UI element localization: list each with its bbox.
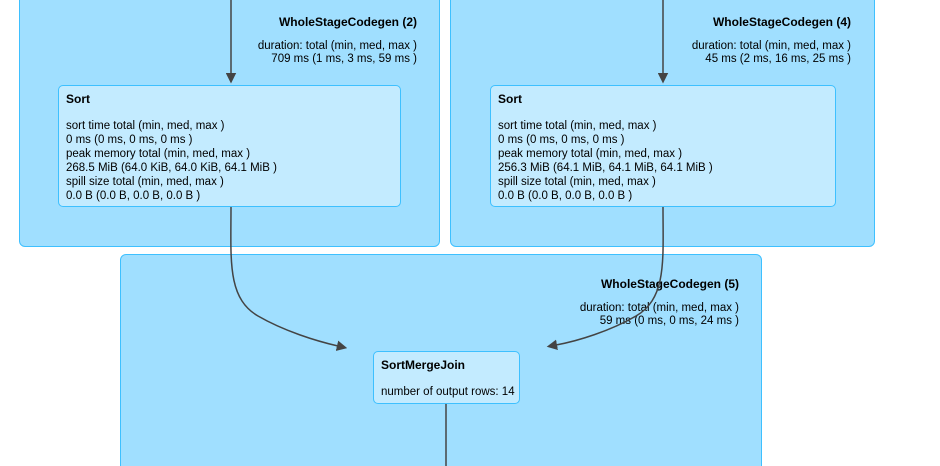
node-title: SortMergeJoin [381,358,466,372]
node-metric: sort time total (min, med, max ) [498,120,657,132]
node-sortmergejoin: SortMergeJoin number of output rows: 14 [373,351,520,404]
cluster-title: WholeStageCodegen (4) [712,15,851,29]
node-metric: 0.0 B (0.0 B, 0.0 B, 0.0 B ) [498,190,633,202]
cluster-metric-value: 45 ms (2 ms, 16 ms, 25 ms ) [705,53,851,65]
cluster-label-wholestagecodegen-4: WholeStageCodegen (4) duration: total (m… [692,16,851,66]
node-metric: spill size total (min, med, max ) [498,176,656,188]
cluster-label-wholestagecodegen-5: WholeStageCodegen (5) duration: total (m… [580,278,739,328]
cluster-metric-label: duration: total (min, med, max ) [579,302,739,314]
cluster-label-wholestagecodegen-2: WholeStageCodegen (2) duration: total (m… [258,16,417,66]
node-sort-left: Sort sort time total (min, med, max ) 0 … [58,85,401,207]
node-metric: spill size total (min, med, max ) [66,176,224,188]
node-metric: 0 ms (0 ms, 0 ms, 0 ms ) [66,134,193,146]
cluster-metric-label: duration: total (min, med, max ) [257,40,417,52]
node-metric: peak memory total (min, med, max ) [66,148,251,160]
node-metric: sort time total (min, med, max ) [66,120,225,132]
cluster-metric-value: 709 ms (1 ms, 3 ms, 59 ms ) [271,53,417,65]
node-metric: peak memory total (min, med, max ) [498,148,683,160]
node-metric: 256.3 MiB (64.1 MiB, 64.1 MiB, 64.1 MiB … [498,162,713,174]
node-metric: 0.0 B (0.0 B, 0.0 B, 0.0 B ) [66,190,201,202]
node-metric: 0 ms (0 ms, 0 ms, 0 ms ) [498,134,625,146]
cluster-title: WholeStageCodegen (2) [278,15,417,29]
node-title: Sort [66,92,90,106]
cluster-metric-label: duration: total (min, med, max ) [691,40,851,52]
cluster-title: WholeStageCodegen (5) [600,277,739,291]
node-metric: number of output rows: 14 [381,386,515,398]
node-title: Sort [498,92,522,106]
cluster-metric-value: 59 ms (0 ms, 0 ms, 24 ms ) [599,315,739,327]
node-metric: 268.5 MiB (64.0 KiB, 64.0 KiB, 64.1 MiB … [66,162,277,174]
node-sort-right: Sort sort time total (min, med, max ) 0 … [490,85,836,207]
